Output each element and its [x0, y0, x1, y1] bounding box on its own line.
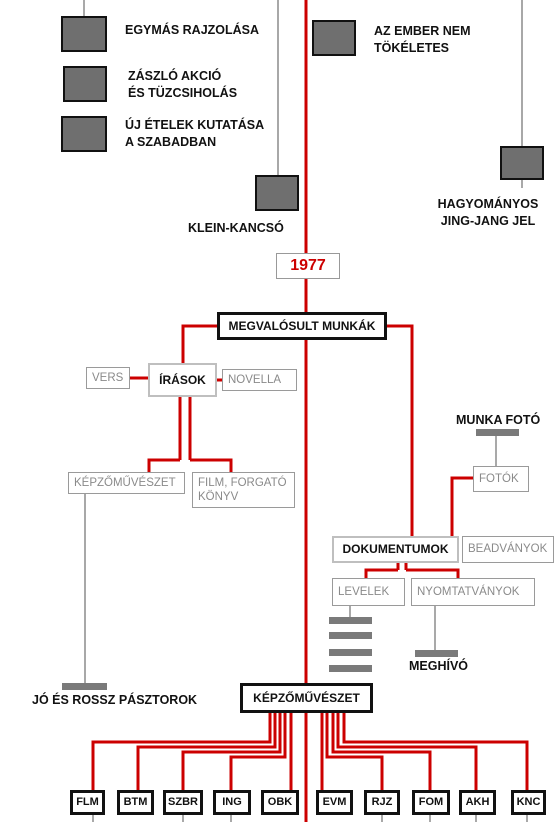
code-box-rjz: RJZ: [364, 790, 400, 815]
label-zaszlo-akcio: ZÁSZLÓ AKCIÓ ÉS TÜZCSIHOLÁS: [128, 69, 238, 100]
label-meghivo: MEGHÍVÓ: [409, 659, 469, 673]
irasok-box: ÍRÁSOK: [148, 363, 217, 397]
dokumentumok-box: DOKUMENTUMOK: [332, 536, 459, 563]
levelek-bar-2: [329, 632, 372, 639]
thumb-klein-kancso: [255, 175, 299, 211]
thumb-jing-jang: [500, 146, 544, 180]
meghivo-bar: [415, 650, 458, 657]
vers-box: VERS: [86, 367, 130, 389]
thumb-ember-nem-tokeletes: [312, 20, 356, 56]
label-jo-es-rossz-pasztorok: JÓ ÉS ROSSZ PÁSZTOROK: [32, 693, 198, 707]
thumb-zaszlo: [63, 66, 107, 102]
thumb-uj-etelek: [61, 116, 107, 152]
label-ember-nem-tokeletes: AZ EMBER NEM TÖKÉLETES: [374, 24, 471, 55]
year-1977: 1977: [276, 253, 340, 279]
fotok-box: FOTÓK: [473, 466, 529, 492]
beadvanyok-box: BEADVÁNYOK: [462, 536, 554, 563]
thumb-egymas: [61, 16, 107, 52]
code-box-fom: FOM: [412, 790, 450, 815]
label-uj-etelek: ÚJ ÉTELEK KUTATÁSA A SZABADBAN: [125, 118, 265, 149]
levelek-box: LEVELEK: [332, 578, 405, 606]
kepzomuveszet-box: KÉPZŐMŰVÉSZET: [240, 683, 373, 713]
megvalosult-munkak-box: MEGVALÓSULT MUNKÁK: [217, 312, 387, 340]
code-box-szbr: SZBR: [163, 790, 203, 815]
code-box-knc: KNC: [511, 790, 546, 815]
nyomtatvanyok-box: NYOMTATVÁNYOK: [411, 578, 535, 606]
code-box-obk: OBK: [261, 790, 299, 815]
pasztorok-bar: [62, 683, 107, 690]
munka-foto-bar: [476, 429, 519, 436]
levelek-bar-3: [329, 649, 372, 656]
levelek-bar-1: [329, 617, 372, 624]
code-box-flm: FLM: [70, 790, 105, 815]
label-klein-kancso: KLEIN-KANCSÓ: [188, 221, 284, 235]
kepzomuveszet-small-box: KÉPZŐMŰVÉSZET: [68, 472, 185, 494]
label-munka-foto: MUNKA FOTÓ: [456, 413, 541, 427]
label-egymas-rajzolasa: EGYMÁS RAJZOLÁSA: [125, 23, 260, 37]
levelek-bar-4: [329, 665, 372, 672]
label-jing-jang: HAGYOMÁNYOS JING-JANG JEL: [437, 197, 539, 228]
code-box-evm: EVM: [316, 790, 353, 815]
code-box-btm: BTM: [117, 790, 154, 815]
code-box-ing: ING: [213, 790, 251, 815]
code-box-akh: AKH: [459, 790, 496, 815]
novella-box: NOVELLA: [222, 369, 297, 391]
film-forgatokonyv-box: FILM, FORGATÓ KÖNYV: [192, 472, 295, 508]
